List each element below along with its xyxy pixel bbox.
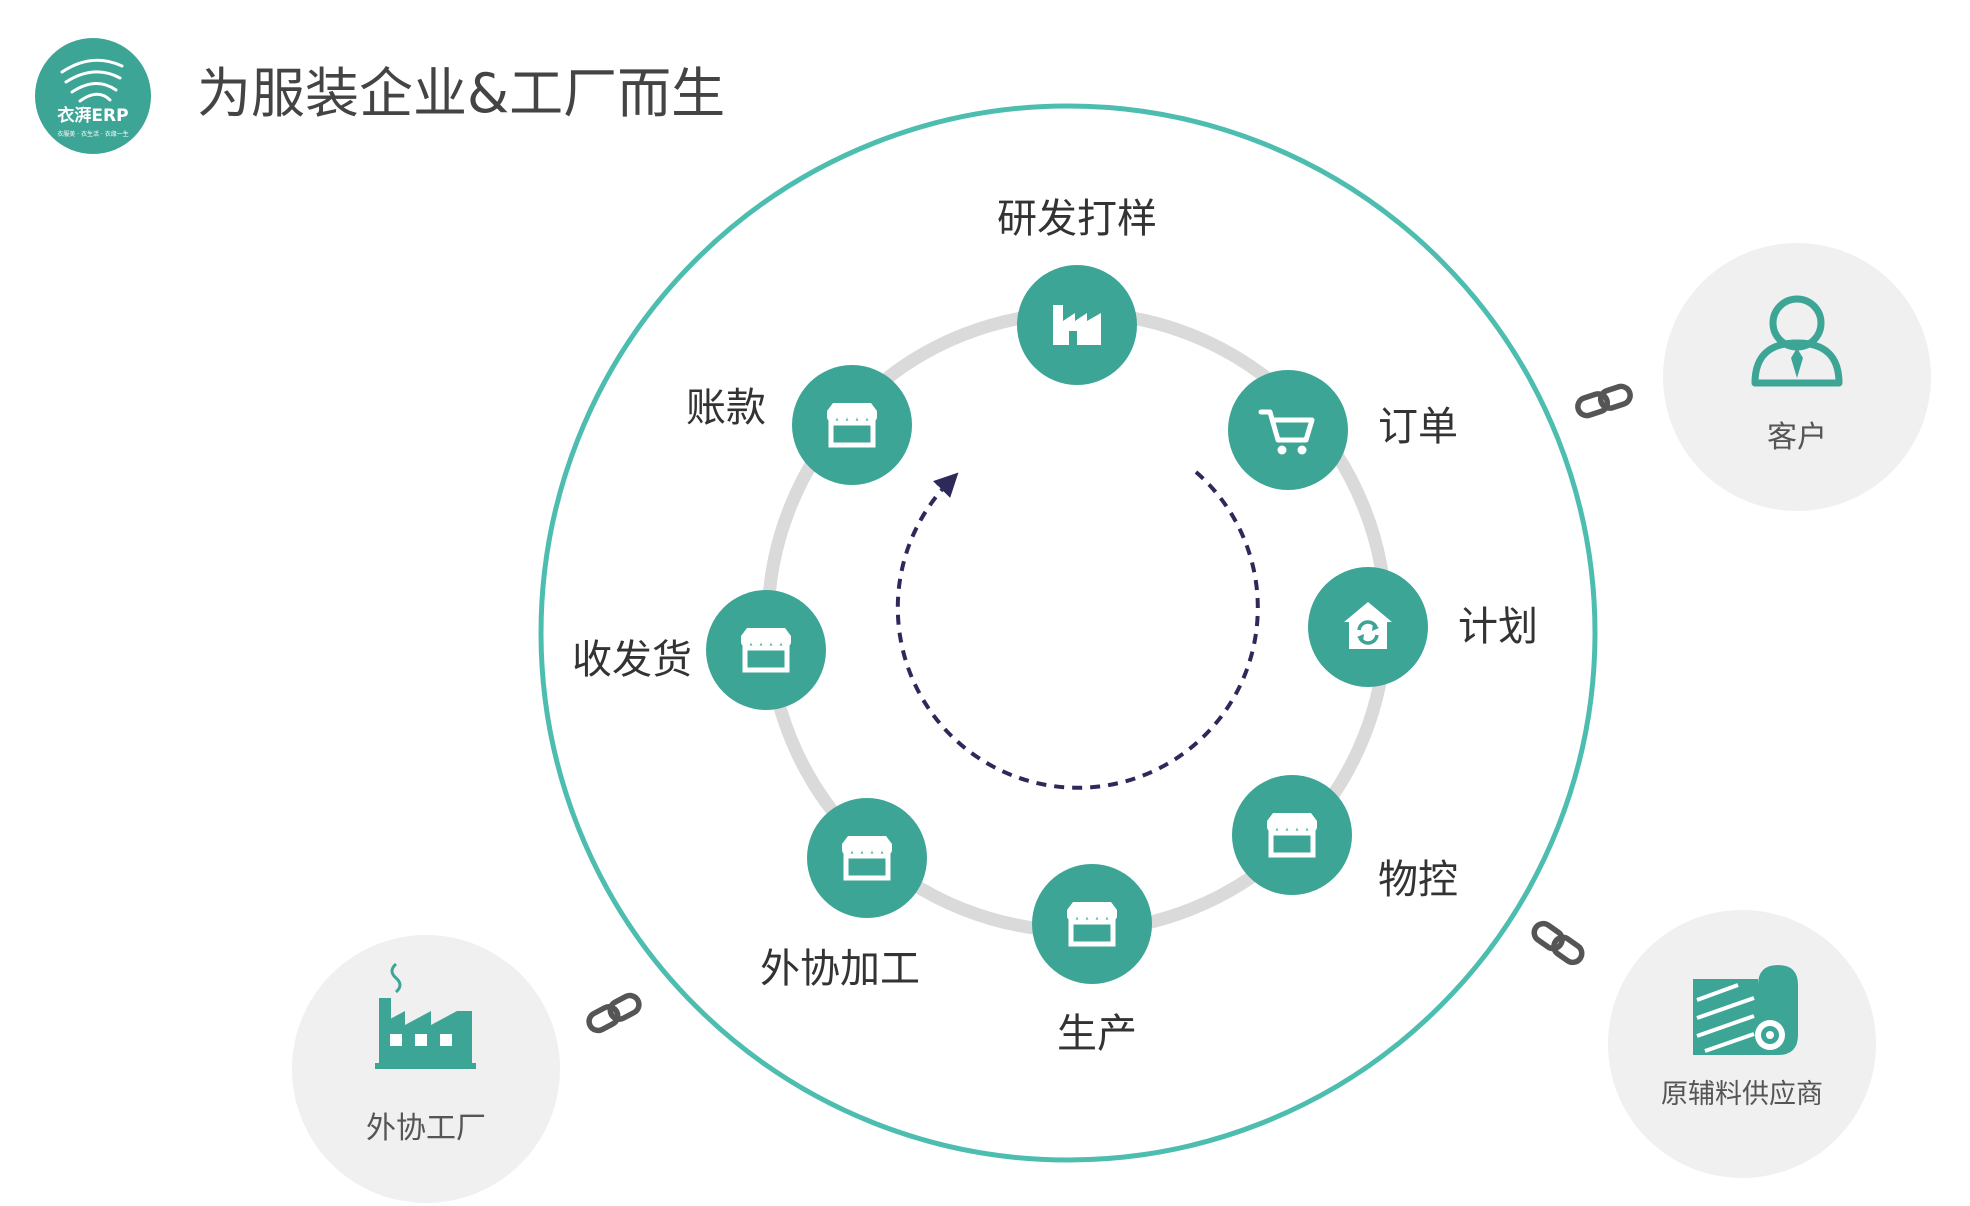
logo-text: 衣湃ERP: [57, 105, 128, 126]
node-badge: [1228, 370, 1348, 490]
connectors: [586, 383, 1633, 1034]
node-label: 收发货: [572, 637, 692, 683]
cycle-node-rd[interactable]: 研发打样: [997, 196, 1157, 385]
partner-supplier[interactable]: 原辅料供应商: [1608, 910, 1876, 1178]
store-icon: [827, 403, 877, 448]
chain-link-icon: [1531, 920, 1585, 966]
outer-ring: [538, 103, 1598, 1163]
cycle-node-plan[interactable]: 计划: [1308, 567, 1538, 687]
cycle-node-order[interactable]: 订单: [1228, 370, 1458, 490]
cycle-node-production[interactable]: 生产: [1032, 864, 1152, 1057]
chain-link-icon: [586, 992, 642, 1034]
cycle-node-outsourcing[interactable]: 外协加工: [760, 798, 927, 992]
person-tie-icon: [1751, 295, 1843, 387]
factory-icon: [1053, 305, 1101, 345]
cycle-node-accounts[interactable]: 账款: [686, 365, 912, 485]
store-icon: [741, 628, 791, 673]
node-label: 生产: [1057, 1011, 1137, 1057]
partner-label: 原辅料供应商: [1661, 1079, 1823, 1110]
cycle-node-material[interactable]: 物控: [1232, 775, 1458, 903]
factory-smoke-icon: [375, 962, 476, 1069]
page-title: 为服装企业&工厂而生: [197, 62, 725, 125]
logo-wing-icon: [60, 58, 124, 103]
store-icon: [842, 836, 892, 881]
logo: 衣湃ERP 衣服美 · 衣生活 · 衣缘一生: [35, 38, 151, 154]
partner-factory[interactable]: 外协工厂: [292, 935, 560, 1203]
partner-label: 外协工厂: [366, 1111, 486, 1146]
node-label: 计划: [1458, 604, 1538, 650]
cycle-node-shipping[interactable]: 收发货: [572, 590, 826, 710]
fabric-roll-icon: [1693, 965, 1798, 1055]
cycle-arrow: [895, 470, 1260, 790]
partner-label: 客户: [1767, 420, 1827, 455]
node-label: 物控: [1378, 857, 1458, 903]
node-label: 外协加工: [760, 946, 920, 992]
logo-tagline: 衣服美 · 衣生活 · 衣缘一生: [57, 130, 128, 138]
node-label: 研发打样: [997, 196, 1157, 242]
node-label: 账款: [686, 385, 766, 431]
store-icon: [1267, 813, 1317, 858]
cart-icon: [1258, 409, 1315, 455]
home-refresh-icon: [1344, 602, 1392, 649]
store-icon: [1067, 902, 1117, 947]
node-label: 订单: [1378, 404, 1458, 450]
chain-link-icon: [1575, 383, 1633, 419]
partner-customer[interactable]: 客户: [1663, 243, 1931, 511]
